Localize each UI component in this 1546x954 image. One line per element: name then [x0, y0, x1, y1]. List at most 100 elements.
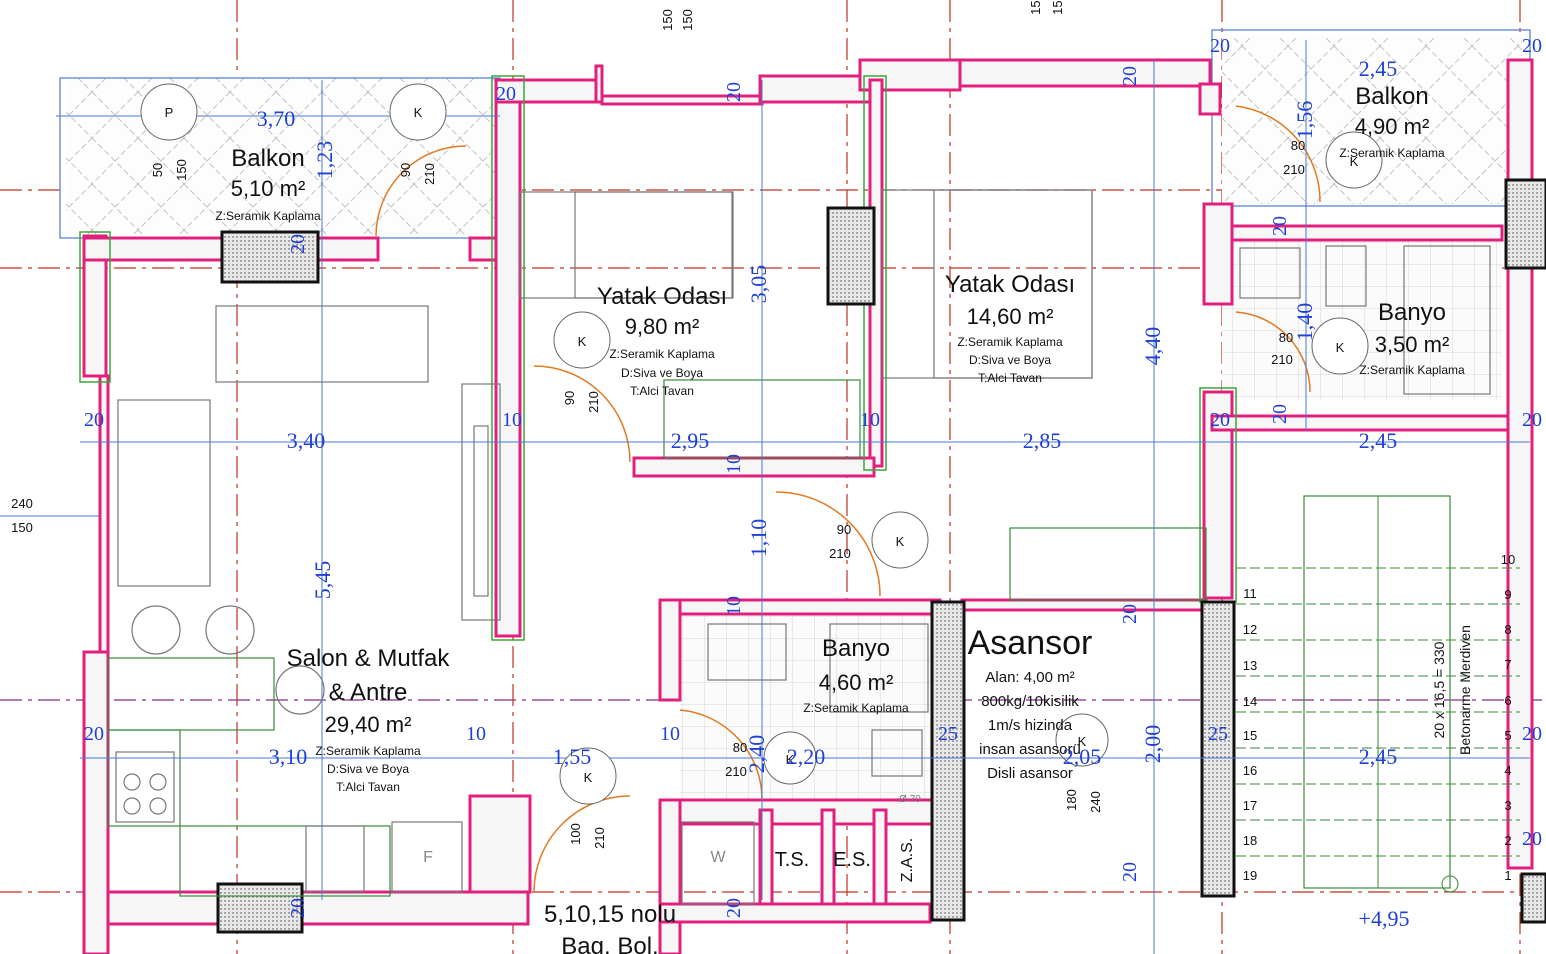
dim-label: 1,10 — [746, 519, 771, 558]
dim-label: 1,56 — [1292, 101, 1317, 140]
yatak-1-note: T:Alci Tavan — [630, 384, 694, 398]
dim-20: 20 — [1522, 828, 1542, 850]
banyo-right-note: Z:Seramik Kaplama — [1359, 363, 1465, 377]
balkon-right-name: Balkon — [1355, 83, 1428, 110]
yatak-1-name: Yatak Odası — [597, 283, 727, 310]
stair-step: 2 — [1504, 833, 1511, 848]
salon-note: Z:Seramik Kaplama — [315, 744, 421, 758]
salon-note: D:Siva ve Boya — [327, 762, 409, 776]
dim-10: 10 — [660, 723, 680, 745]
door-markers: P K K K K K K K K — [140, 83, 1383, 805]
stair-step: 12 — [1243, 622, 1257, 637]
dim-label: 5,45 — [310, 561, 335, 600]
opening-label: 150 — [11, 520, 33, 535]
dim-10: 10 — [723, 454, 745, 474]
stair-numbers: 11 12 13 14 15 16 17 18 19 10 9 8 7 6 5 … — [1243, 552, 1515, 883]
dim-label: 2,40 — [744, 735, 769, 774]
dim-label: 2,85 — [1023, 428, 1062, 453]
opening-label: 150 — [680, 9, 695, 31]
dim-label: 3,05 — [746, 265, 771, 304]
room-labels: Balkon 5,10 m² Z:Seramik Kaplama Balkon … — [215, 83, 1473, 954]
balkon-left-note: Z:Seramik Kaplama — [215, 209, 321, 223]
dim-20: 20 — [1119, 604, 1141, 624]
dim-20: 20 — [1119, 66, 1141, 86]
dimension-labels: 3,70 1,23 2,45 1,56 3,40 2,95 2,85 2,45 … — [84, 35, 1542, 918]
opening-label: 210 — [829, 546, 851, 561]
opening-label: 210 — [725, 764, 747, 779]
label-k: K — [1350, 154, 1359, 169]
dim-10: 10 — [466, 723, 486, 745]
stair-step: 16 — [1243, 763, 1257, 778]
label-p: P — [165, 105, 174, 120]
opening-label: 150 — [1050, 0, 1065, 15]
stair-step: 13 — [1243, 658, 1257, 673]
opening-label: 80 — [1279, 330, 1293, 345]
salon-name-2: & Antre — [329, 679, 408, 706]
stair-step: 19 — [1243, 868, 1257, 883]
opening-label: 240 — [11, 496, 33, 511]
label-k: K — [414, 105, 423, 120]
furniture — [107, 189, 1491, 905]
opening-label: 180 — [1064, 789, 1079, 811]
opening-label: 80 — [733, 740, 747, 755]
opening-label: 150 — [1028, 0, 1043, 15]
opening-label: 90 — [562, 391, 577, 405]
dim-25: 25 — [938, 723, 958, 745]
opening-label: 80 — [1291, 138, 1305, 153]
opening-label: 210 — [1283, 162, 1305, 177]
stair-formula: 20 x 16,5 = 330 — [1431, 641, 1447, 738]
dim-20: 20 — [1522, 35, 1542, 57]
banyo-mid-area: 4,60 m² — [819, 670, 894, 695]
es-label: E.S. — [833, 849, 871, 871]
opening-label: 100 — [568, 823, 583, 845]
yatak-2-note: T:Alci Tavan — [978, 371, 1042, 385]
dim-label: 4,40 — [1140, 327, 1165, 366]
yatak-1-area: 9,80 m² — [625, 314, 700, 339]
dim-20: 20 — [84, 409, 104, 431]
banyo-mid-name: Banyo — [822, 635, 890, 662]
dim-20: 20 — [1119, 862, 1141, 882]
stair-step: 15 — [1243, 728, 1257, 743]
dim-20: 20 — [723, 898, 745, 918]
elevation-label: +4,95 — [1359, 906, 1410, 931]
label-k: K — [1336, 340, 1345, 355]
dim-20: 20 — [1522, 723, 1542, 745]
opening-label: 50 — [150, 163, 165, 177]
stair-lines — [1236, 496, 1520, 893]
dim-20: 20 — [1522, 409, 1542, 431]
dim-10: 10 — [860, 409, 880, 431]
opening-label: 150 — [660, 9, 675, 31]
dim-25: 25 — [1208, 723, 1228, 745]
banyo-mid-note: Z:Seramik Kaplama — [803, 701, 909, 715]
dim-label: 1,55 — [553, 744, 592, 769]
stair-step: 1 — [1504, 868, 1511, 883]
opening-label: 150 — [174, 159, 189, 181]
dim-20: 20 — [1210, 409, 1230, 431]
dim-label: 2,45 — [1359, 744, 1398, 769]
label-k: K — [786, 752, 795, 767]
balkon-left-name: Balkon — [231, 145, 304, 172]
label-k: K — [584, 770, 593, 785]
stair-step: 11 — [1243, 586, 1257, 601]
dim-label: 3,70 — [257, 106, 296, 131]
dim-label: 2,20 — [787, 744, 826, 769]
asansor-line: insan asansorü — [979, 741, 1081, 758]
stair-step: 6 — [1504, 693, 1511, 708]
fridge-label: F — [423, 849, 433, 866]
dim-10: 10 — [502, 409, 522, 431]
opening-label: 210 — [1271, 352, 1293, 367]
balkon-left-area: 5,10 m² — [231, 176, 306, 201]
stair-step: 10 — [1501, 552, 1515, 567]
walls — [79, 58, 1534, 954]
stair-step: 9 — [1504, 587, 1511, 602]
bag-bol-line: 5,10,15 nolu — [544, 901, 676, 928]
label-k: K — [1078, 734, 1087, 749]
dim-20: 20 — [723, 82, 745, 102]
opening-label: 210 — [422, 163, 437, 185]
salon-area: 29,40 m² — [325, 712, 412, 737]
dim-label: 2,95 — [671, 428, 710, 453]
banyo-right-name: Banyo — [1378, 299, 1446, 326]
stair-step: 17 — [1243, 798, 1257, 813]
dim-label: 1,40 — [1292, 303, 1317, 342]
yatak-1-note: Z:Seramik Kaplama — [609, 347, 715, 361]
